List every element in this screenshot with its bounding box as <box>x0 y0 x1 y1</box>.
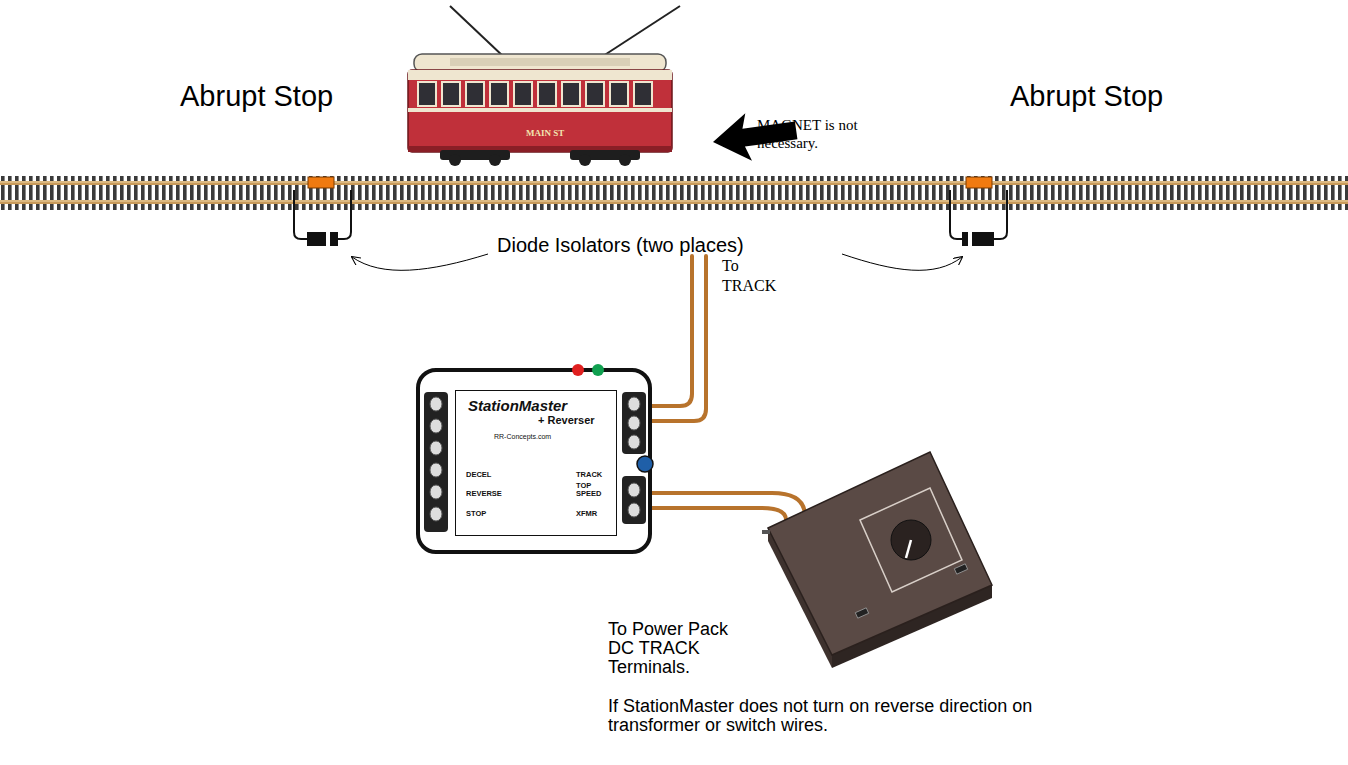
diode-lead <box>950 190 963 239</box>
pack-button <box>954 564 967 574</box>
terminal-screws <box>628 397 640 449</box>
power-wire <box>648 508 786 520</box>
terminal-strip <box>424 392 448 532</box>
panel-label: + Reverser <box>538 415 595 427</box>
trolley-wheels <box>440 150 640 166</box>
led-green <box>592 364 604 376</box>
diode-lead <box>294 190 308 239</box>
panel-label: STOP <box>466 510 486 518</box>
panel-label: XFMR <box>576 510 597 518</box>
dial-plate <box>860 488 962 592</box>
panel-label: RR-Concepts.com <box>494 433 551 440</box>
leader-arrow <box>352 254 488 270</box>
rail <box>0 181 1348 185</box>
panel-label: StationMaster <box>468 398 567 414</box>
speed-knob <box>637 456 653 472</box>
terminal-strip <box>622 476 646 524</box>
rail-gap-insulator <box>308 177 334 188</box>
diode-band <box>326 232 330 246</box>
panel-label: TRACK <box>576 471 602 479</box>
pack-top <box>768 452 992 655</box>
note-text: MAGNET is not necessary. <box>757 116 875 152</box>
power-pack <box>762 452 992 668</box>
diode-lead <box>337 190 351 239</box>
wire-label: To TRACK <box>722 256 784 296</box>
pack-switch <box>762 530 770 534</box>
trolley-body <box>408 70 672 152</box>
controller-panel: StationMaster+ ReverserRR-Concepts.comDE… <box>455 390 617 536</box>
rail-shine <box>0 182 1348 183</box>
terminal-screws <box>628 483 640 517</box>
trolley-sign: MAIN ST <box>526 128 564 138</box>
stationmaster-housing <box>418 364 653 552</box>
trolley-clerestory <box>450 58 630 66</box>
rail-shine <box>0 201 1348 202</box>
trolley-band <box>408 70 672 80</box>
stop-label: Abrupt Stop <box>180 80 333 113</box>
pack-button <box>855 608 868 618</box>
speed-dial <box>891 520 931 560</box>
track-wire <box>648 256 692 406</box>
trolley-pole <box>450 6 505 58</box>
trolley-pole <box>600 6 680 58</box>
track-ties <box>0 176 1348 210</box>
terminal-screws <box>430 397 442 521</box>
diode-isolator <box>294 177 351 246</box>
rail <box>0 200 1348 204</box>
leader-arrow <box>842 254 962 270</box>
track <box>0 176 1348 210</box>
callout-text: Diode Isolators (two places) <box>497 234 744 257</box>
trolley-stripe <box>408 108 672 112</box>
wires <box>648 256 805 520</box>
stop-label: Abrupt Stop <box>1010 80 1163 113</box>
diode-band <box>968 232 972 246</box>
diode-isolator <box>950 177 1007 246</box>
terminal-strip <box>622 392 646 454</box>
trolley-windows <box>418 82 652 106</box>
panel-label: DECEL <box>466 471 491 479</box>
wire-label: To Power Pack DC TRACK Terminals. <box>608 620 740 677</box>
track-wire <box>648 256 706 421</box>
panel-label: REVERSE <box>466 490 502 498</box>
note-text: If StationMaster does not turn on revers… <box>608 697 1063 735</box>
dial-pointer <box>906 540 911 558</box>
led-red <box>572 364 584 376</box>
diode-body <box>307 232 338 246</box>
panel-label: TOP SPEED <box>576 482 606 498</box>
diode-lead <box>993 190 1007 239</box>
rail-gap-insulator <box>966 177 992 188</box>
trolley-illustration <box>408 6 680 166</box>
diode-body <box>962 232 994 246</box>
housing-outline <box>418 370 650 552</box>
